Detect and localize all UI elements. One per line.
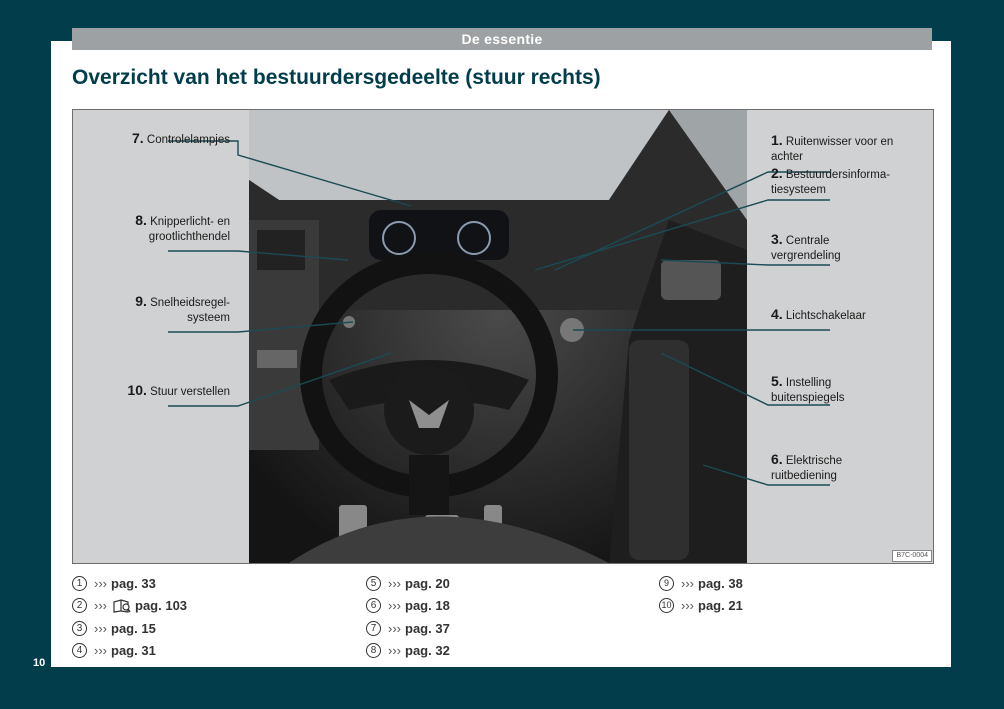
reference-item[interactable]: 8 ››› pag. 32 [366, 640, 450, 663]
reference-item[interactable]: 9 ››› pag. 38 [659, 572, 743, 595]
callout-2: 2. Bestuurdersinforma- tiesysteem [771, 165, 891, 197]
callout-1: 1. Ruitenwisser voor en achter [771, 132, 894, 164]
reference-item[interactable]: 4 ››› pag. 31 [72, 640, 187, 663]
callout-9: 9. Snelheidsregel- systeem [135, 293, 230, 325]
callout-5: 5. Instelling buitenspiegels [771, 373, 845, 405]
reference-column-3: 9 ››› pag. 38 10 ››› pag. 21 [659, 572, 743, 617]
reference-item[interactable]: 5 ››› pag. 20 [366, 572, 450, 595]
callout-4: 4. Lichtschakelaar [771, 306, 866, 323]
callout-3: 3. Centrale vergrendeling [771, 231, 841, 263]
reference-item[interactable]: 6 ››› pag. 18 [366, 595, 450, 618]
reference-item[interactable]: 1 ››› pag. 33 [72, 572, 187, 595]
callout-8: 8. Knipperlicht- en grootlichthendel [135, 212, 230, 244]
reference-item[interactable]: 10 ››› pag. 21 [659, 595, 743, 618]
page-number: 10 [33, 657, 46, 669]
cockpit-figure: 7. Controlelampjes 8. Knipperlicht- en g… [72, 109, 934, 564]
section-header: De essentie [72, 28, 932, 50]
page-title: Overzicht van het bestuurdersgedeelte (s… [72, 66, 601, 89]
reference-item[interactable]: 7 ››› pag. 37 [366, 617, 450, 640]
left-label-panel [73, 110, 249, 563]
callout-7: 7. Controlelampjes [132, 130, 230, 147]
callout-10: 10. Stuur verstellen [127, 382, 230, 399]
reference-column-2: 5 ››› pag. 20 6 ››› pag. 18 7 ››› pag. 3… [366, 572, 450, 662]
book-search-icon [113, 598, 131, 613]
figure-code: B7C-0004 [892, 550, 932, 562]
reference-item[interactable]: 3 ››› pag. 15 [72, 617, 187, 640]
callout-6: 6. Elektrische ruitbediening [771, 451, 843, 483]
reference-column-1: 1 ››› pag. 33 2 ››› pag. 103 3 ››› pag. … [72, 572, 187, 662]
cockpit-photo [249, 110, 747, 563]
reference-item[interactable]: 2 ››› pag. 103 [72, 595, 187, 618]
